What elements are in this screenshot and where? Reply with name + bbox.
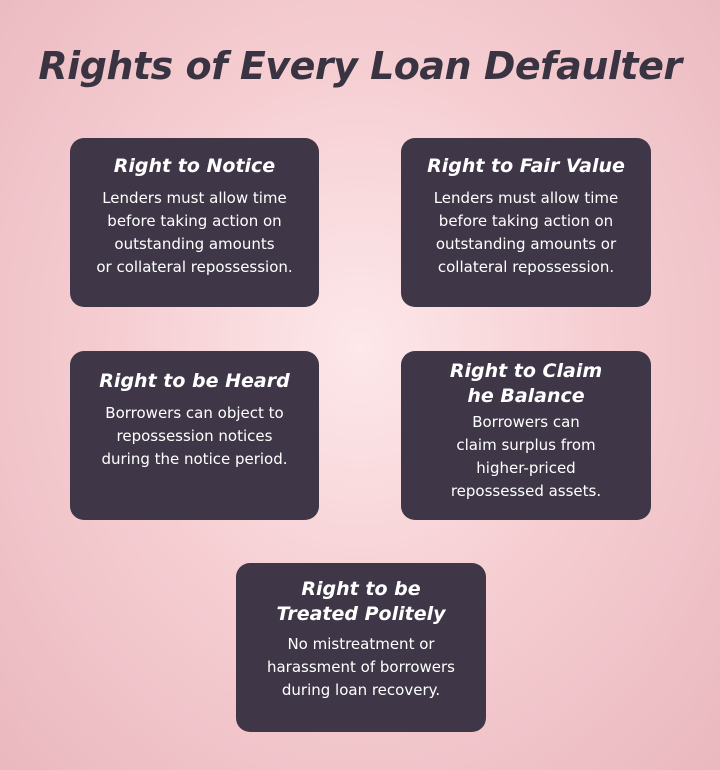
page-title: Rights of Every Loan Defaulter: [38, 44, 682, 88]
card-title: Right to be Heard: [99, 370, 290, 392]
card-description: Lenders must allow time before taking ac…: [96, 189, 293, 276]
right-to-fair-value-card: Right to Fair Value Lenders must allow t…: [401, 138, 651, 307]
right-to-be-treated-politely-card: Right to be Treated Politely No mistreat…: [236, 563, 486, 732]
card-title: Right to Claim he Balance: [449, 360, 603, 407]
right-to-claim-balance-card: Right to Claim he Balance Borrowers can …: [401, 351, 651, 520]
card-description: Borrowers can claim surplus from higher-…: [450, 413, 602, 500]
card-title: Right to Notice: [113, 155, 276, 177]
right-to-be-heard-card: Right to be Heard Borrowers can object t…: [70, 351, 319, 520]
card-description: Borrowers can object to repossession not…: [101, 404, 288, 468]
right-to-notice-card: Right to Notice Lenders must allow time …: [70, 138, 319, 307]
card-title: Right to Fair Value: [427, 155, 625, 177]
card-description: No mistreatment or harassment of borrowe…: [266, 635, 455, 699]
card-description: Lenders must allow time before taking ac…: [433, 189, 619, 276]
card-title: Right to be Treated Politely: [276, 578, 446, 625]
